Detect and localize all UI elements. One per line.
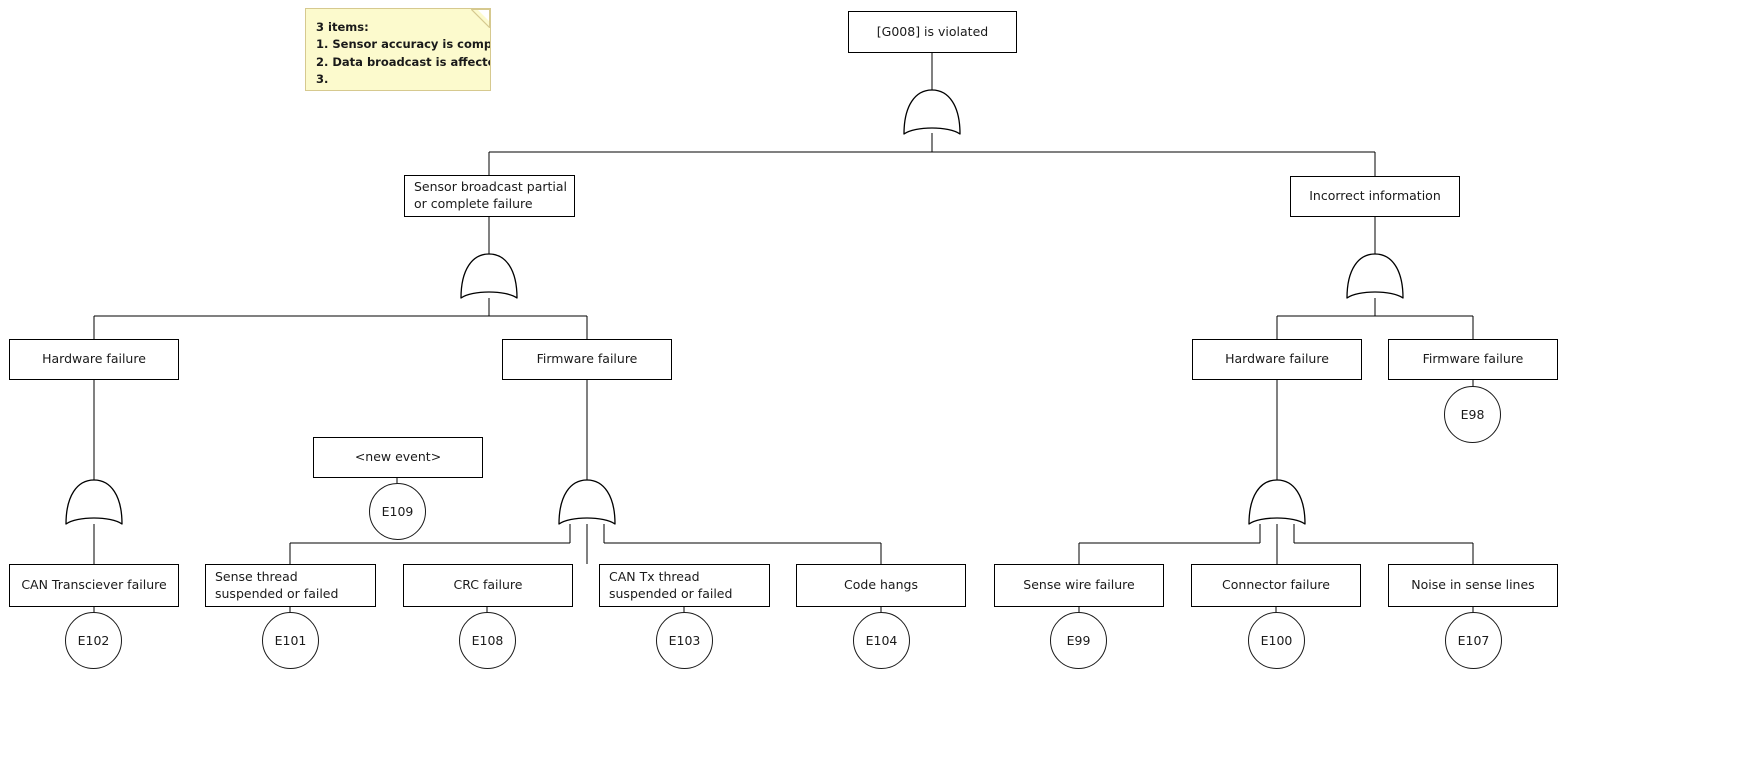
node-label: Firmware failure (1422, 351, 1524, 367)
or-gate-firmware-failure-left[interactable] (556, 478, 618, 526)
node-sensor-broadcast-failure[interactable]: Sensor broadcast partial or complete fai… (404, 175, 575, 217)
node-label: Firmware failure (536, 351, 638, 367)
node-top-goal[interactable]: [G008] is violated (848, 11, 1017, 53)
event-id: E107 (1457, 633, 1490, 648)
event-circle-e99[interactable]: E99 (1050, 612, 1107, 669)
note-line-0: 3 items: (316, 20, 369, 34)
node-noise-in-sense-lines[interactable]: Noise in sense lines (1388, 564, 1558, 607)
event-circle-e109[interactable]: E109 (369, 483, 426, 540)
note-line-1: 1. Sensor accuracy is compromised (316, 37, 490, 52)
node-can-tx-thread-suspended[interactable]: CAN Tx thread suspended or failed (599, 564, 770, 607)
node-can-transceiver-failure[interactable]: CAN Transciever failure (9, 564, 179, 607)
note-line-3: 3. (316, 72, 329, 87)
event-circle-e108[interactable]: E108 (459, 612, 516, 669)
node-label: Code hangs (844, 577, 918, 593)
or-gate-hardware-failure-right[interactable] (1246, 478, 1308, 526)
note-fold-corner (477, 9, 490, 22)
event-id: E108 (471, 633, 504, 648)
event-id: E98 (1460, 407, 1485, 422)
node-code-hangs[interactable]: Code hangs (796, 564, 966, 607)
node-label: CRC failure (453, 577, 523, 593)
node-connector-failure[interactable]: Connector failure (1191, 564, 1361, 607)
node-firmware-failure-left[interactable]: Firmware failure (502, 339, 672, 380)
event-id: E104 (865, 633, 898, 648)
note-line-2: 2. Data broadcast is affected (316, 54, 491, 69)
event-id: E100 (1260, 633, 1293, 648)
event-circle-e102[interactable]: E102 (65, 612, 122, 669)
node-sense-thread-suspended[interactable]: Sense thread suspended or failed (205, 564, 376, 607)
node-incorrect-information[interactable]: Incorrect information (1290, 176, 1460, 217)
or-gate-top[interactable] (901, 88, 963, 136)
node-label: CAN Tx thread suspended or failed (609, 568, 733, 601)
node-firmware-failure-right[interactable]: Firmware failure (1388, 339, 1558, 380)
or-gate-hardware-failure-left[interactable] (63, 478, 125, 526)
node-label: Noise in sense lines (1411, 577, 1535, 593)
event-id: E101 (274, 633, 307, 648)
node-hardware-failure-left[interactable]: Hardware failure (9, 339, 179, 380)
node-label: Hardware failure (42, 351, 146, 367)
node-sense-wire-failure[interactable]: Sense wire failure (994, 564, 1164, 607)
node-label: <new event> (354, 449, 442, 465)
node-label: [G008] is violated (876, 23, 989, 39)
or-gate-incorrect-information[interactable] (1344, 252, 1406, 300)
node-label: Sense thread suspended or failed (215, 568, 339, 601)
event-circle-e100[interactable]: E100 (1248, 612, 1305, 669)
sticky-note[interactable]: 3 items: 1. Sensor accuracy is compromis… (305, 8, 491, 91)
event-id: E109 (381, 504, 414, 519)
node-label: Sensor broadcast partial or complete fai… (414, 179, 568, 211)
event-circle-e104[interactable]: E104 (853, 612, 910, 669)
event-circle-e107[interactable]: E107 (1445, 612, 1502, 669)
node-hardware-failure-right[interactable]: Hardware failure (1192, 339, 1362, 380)
event-id: E99 (1066, 633, 1091, 648)
or-gate-sensor-broadcast[interactable] (458, 252, 520, 300)
node-label: Connector failure (1222, 577, 1330, 593)
node-label: Hardware failure (1225, 351, 1329, 367)
event-id: E103 (668, 633, 701, 648)
node-new-event[interactable]: <new event> (313, 437, 483, 478)
node-crc-failure[interactable]: CRC failure (403, 564, 573, 607)
node-label: Incorrect information (1309, 188, 1441, 204)
event-id: E102 (77, 633, 110, 648)
event-circle-e103[interactable]: E103 (656, 612, 713, 669)
event-circle-e101[interactable]: E101 (262, 612, 319, 669)
event-circle-e98[interactable]: E98 (1444, 386, 1501, 443)
node-label: Sense wire failure (1023, 577, 1135, 593)
node-label: CAN Transciever failure (21, 577, 167, 593)
